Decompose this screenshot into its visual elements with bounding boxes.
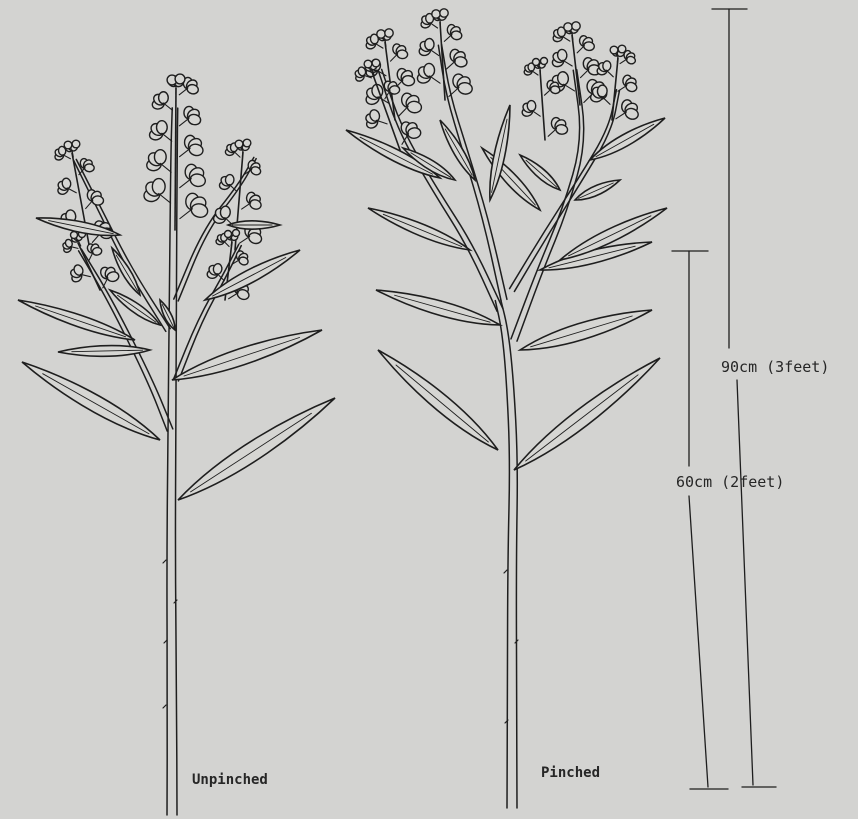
unpinched-plant: [18, 74, 335, 815]
stem-edge: [511, 70, 580, 339]
stem-edge: [382, 69, 503, 308]
flower: [618, 75, 638, 93]
flower: [521, 100, 540, 117]
pinched-plant: [346, 9, 667, 808]
stem-edge: [167, 108, 172, 815]
stem-edge: [501, 299, 518, 808]
flower: [447, 49, 468, 69]
flower: [148, 121, 171, 142]
flower: [597, 61, 614, 77]
flower: [79, 158, 94, 175]
flower: [616, 99, 640, 120]
scale-bar-60cm: [672, 251, 728, 789]
leaf-midrib: [184, 338, 300, 377]
flower: [151, 92, 172, 111]
flower: [416, 63, 440, 84]
flower: [99, 266, 120, 288]
pinched-label: Pinched: [541, 765, 600, 781]
flower: [244, 160, 262, 176]
flower: [143, 179, 171, 204]
flower: [213, 206, 234, 226]
height-scale-bars: [672, 9, 776, 789]
height-90cm-label: 90cm (3feet): [721, 358, 829, 376]
leaf-midrib: [43, 374, 149, 434]
flower: [418, 38, 439, 57]
flower: [179, 106, 201, 126]
flower: [242, 192, 263, 211]
flower: [399, 93, 422, 117]
flower: [180, 164, 207, 188]
raceme-axis: [175, 88, 176, 230]
flower: [57, 177, 77, 195]
leaf-midrib: [213, 258, 286, 297]
height-60cm-label: 60cm (2feet): [676, 473, 784, 491]
scale-bar-90cm: [712, 9, 776, 787]
stem-node: [163, 705, 166, 708]
flower: [365, 108, 387, 130]
leaf-midrib: [396, 365, 488, 442]
flower: [449, 74, 473, 97]
leaf-midrib: [531, 316, 633, 347]
leaf-midrib: [526, 160, 557, 187]
stem-node: [504, 570, 507, 573]
flower: [86, 189, 104, 209]
flower: [577, 35, 595, 53]
flower: [180, 135, 205, 157]
flower: [180, 193, 209, 219]
flower: [395, 68, 415, 89]
leaf-midrib: [526, 375, 638, 461]
flower: [548, 117, 568, 136]
flower: [391, 43, 408, 61]
flower: [580, 57, 601, 78]
flower: [444, 24, 462, 41]
unpinched-label: Unpinched: [192, 772, 268, 788]
flower: [207, 263, 224, 281]
flower: [219, 174, 237, 191]
flower: [146, 150, 172, 173]
leaf-midrib: [395, 295, 490, 322]
leaf-midrib: [118, 295, 157, 322]
stem-node: [163, 560, 166, 563]
flower: [551, 49, 572, 68]
leaf-midrib: [191, 413, 312, 492]
stem-edge: [495, 301, 509, 808]
raceme-axis: [540, 70, 545, 140]
flower: [86, 243, 102, 261]
flower: [400, 120, 422, 144]
